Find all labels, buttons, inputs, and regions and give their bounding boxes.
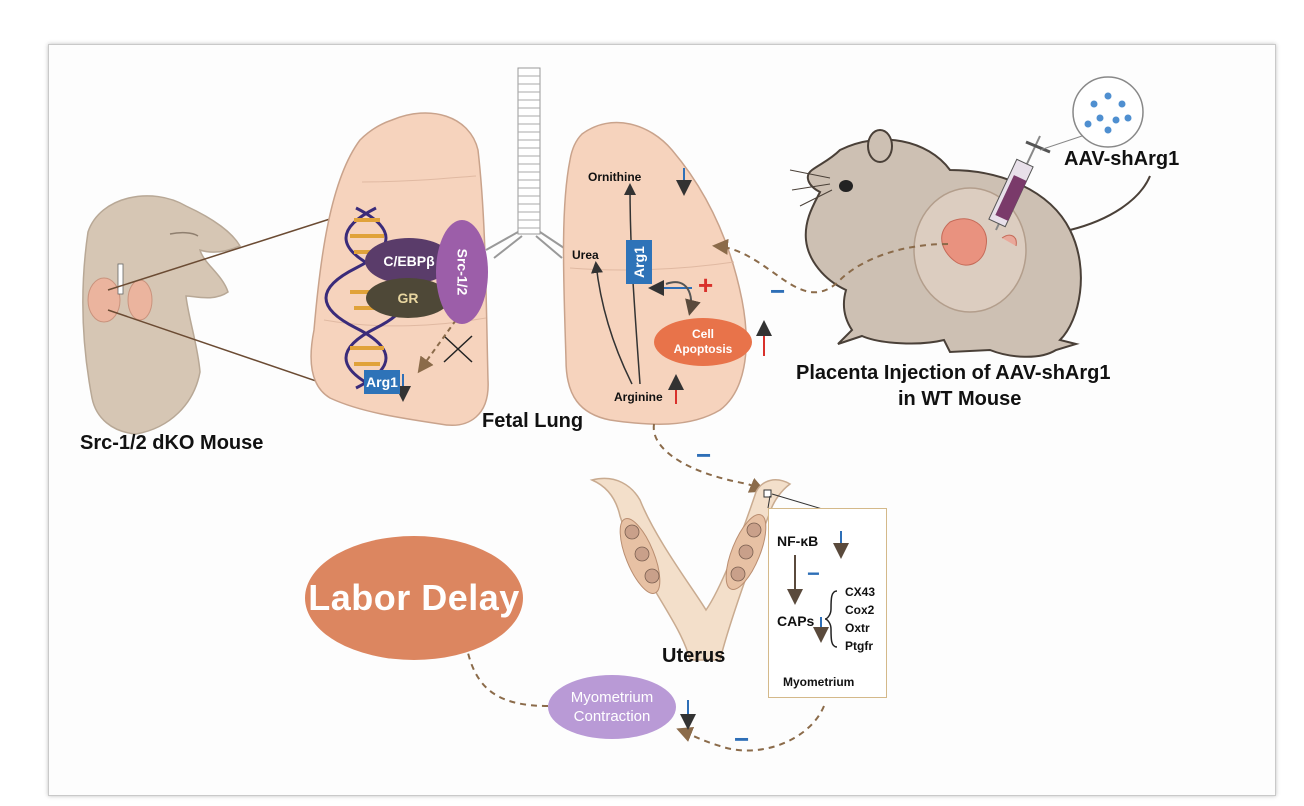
minus-sign-placenta: − <box>770 276 786 306</box>
apop-line1: Cell <box>691 327 714 341</box>
right-lung-lobe <box>562 121 747 425</box>
src12-label: Src-1/2 <box>453 248 470 296</box>
labor-delay-text: Labor Delay <box>308 577 520 618</box>
arginine-to-urea-arrow <box>591 261 633 385</box>
placenta-label-line1: Placenta Injection of AAV-shArg1 <box>796 362 1111 384</box>
nfkb-label: NF-κB <box>777 533 819 549</box>
syringe-icon <box>988 135 1051 231</box>
plus-sign: + <box>698 270 714 300</box>
arg1-box-right: Arg1 <box>626 240 652 284</box>
fetal-lung-label: Fetal Lung <box>482 410 584 432</box>
placenta-to-arg1-dashed <box>712 238 949 294</box>
inhibited-dashed-arrow <box>417 319 457 374</box>
cox2-label: Cox2 <box>845 603 875 617</box>
labor-delay-bubble: Labor Delay <box>305 536 523 660</box>
blocked-mark <box>443 335 473 363</box>
cx43-label: CX43 <box>845 585 876 599</box>
arg1-to-apoptosis-arrow <box>665 281 701 316</box>
myo-line2: Contraction <box>573 708 651 725</box>
myometrium-contraction-bubble: Myometrium Contraction <box>548 675 676 739</box>
minus-sign-nfkb: − <box>807 561 820 586</box>
arginine-label: Arginine <box>614 390 663 404</box>
urea-label: Urea <box>572 248 599 262</box>
src12-node: Src-1/2 <box>436 220 488 324</box>
arg1-right-label: Arg1 <box>631 246 647 278</box>
trachea-illustration <box>485 67 571 259</box>
src-mouse-label: Src-1/2 dKO Mouse <box>80 432 264 454</box>
myometrium-label: Myometrium <box>783 675 855 689</box>
uterus-label: Uterus <box>662 645 726 667</box>
uterus-illustration <box>589 477 887 661</box>
arg1-left-label: Arg1 <box>366 374 398 390</box>
placenta-label-line2: in WT Mouse <box>898 388 1022 410</box>
minus-sign-myometrium: − <box>734 724 750 754</box>
myometrium-to-contraction-dashed <box>676 705 825 752</box>
cebpb-label: C/EBPβ <box>383 253 435 269</box>
caps-label: CAPs <box>777 613 815 629</box>
minus-sign-lung-uterus: − <box>696 440 712 470</box>
panel-arrows <box>787 531 849 648</box>
cell-apoptosis-bubble: Cell Apoptosis <box>654 318 752 366</box>
ptgfr-label: Ptgfr <box>845 639 873 653</box>
myometrium-panel: NF-κB − CAPs CX43 Cox2 Oxtr Ptgfr Myomet… <box>768 508 887 698</box>
oxtr-label: Oxtr <box>845 621 870 635</box>
ornithine-label: Ornithine <box>588 170 642 184</box>
myo-line1: Myometrium <box>570 689 654 706</box>
gr-label: GR <box>397 290 419 306</box>
arg1-box-left: Arg1 <box>364 370 400 394</box>
aav-label: AAV-shArg1 <box>1064 148 1180 170</box>
lung-to-uterus-dashed <box>652 423 766 493</box>
aav-particles-icon <box>1039 76 1144 151</box>
contraction-to-labor-dashed <box>453 614 549 707</box>
apop-line2: Apoptosis <box>673 342 733 356</box>
dko-mouse-illustration <box>82 195 361 435</box>
